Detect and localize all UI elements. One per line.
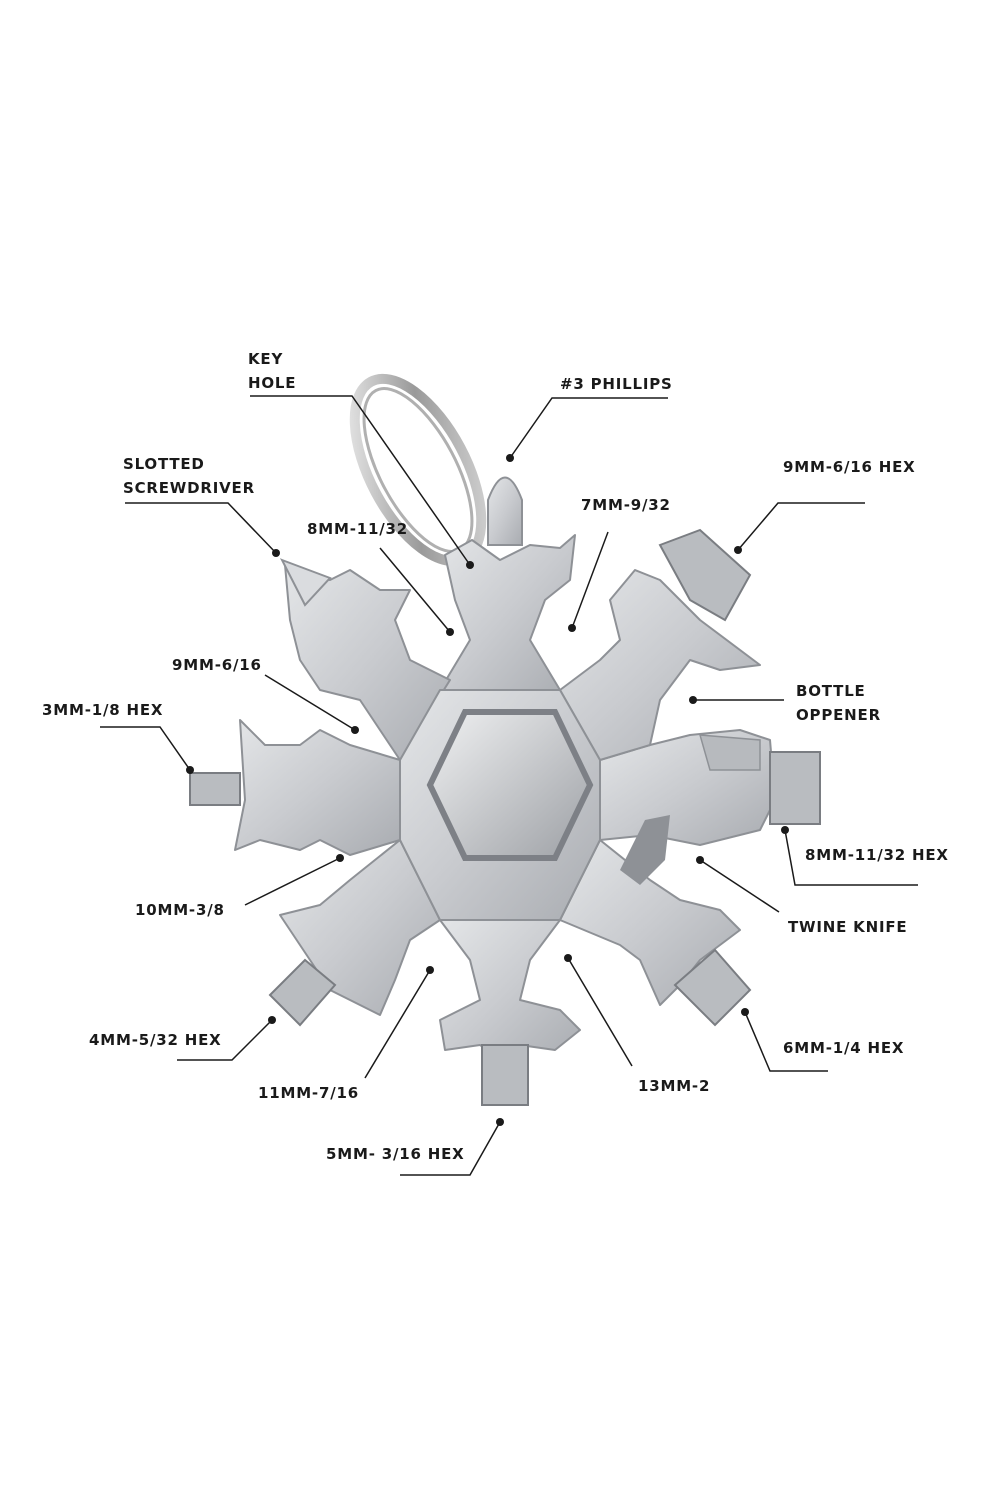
label-hex-8mm: 8MM-11/32 HEX — [805, 846, 949, 864]
label-wrench-10mm: 10MM-3/8 — [135, 901, 225, 919]
leader-line-wrench-11mm — [364, 969, 431, 1079]
label-hex-6mm: 6MM-1/4 HEX — [783, 1039, 905, 1057]
twine-knife-slot — [620, 815, 670, 885]
label-wrench-13mm: 13MM-2 — [638, 1077, 711, 1095]
leader-dot-key-hole — [466, 561, 474, 569]
bit-4mm — [268, 958, 337, 1027]
leader-dot-wrench-13mm — [564, 954, 572, 962]
leader-dot-hex-8mm — [781, 826, 789, 834]
leader-line-twine — [699, 859, 780, 913]
label-phillips: #3 PHILLIPS — [560, 375, 673, 393]
leader-line-phillips — [509, 397, 668, 459]
leader-line-hex-8mm — [784, 829, 918, 886]
hex-bits — [189, 528, 821, 1106]
center-hex-recess — [426, 709, 594, 861]
leader-dot-wrench-9mm — [351, 726, 359, 734]
leader-line-key-hole — [250, 395, 471, 566]
leader-dot-wrench-7mm — [568, 624, 576, 632]
leader-dot-hex-4mm — [268, 1016, 276, 1024]
label-twine-knife: TWINE KNIFE — [788, 918, 908, 936]
leader-dots — [186, 454, 789, 1126]
leader-line-slotted — [125, 502, 277, 554]
leader-line-hex-9mm — [737, 502, 865, 551]
bit-5mm — [481, 1044, 529, 1106]
label-wrench-9mm: 9MM-6/16 — [172, 656, 262, 674]
label-wrench-11mm: 11MM-7/16 — [258, 1084, 359, 1102]
leader-dot-bottle — [689, 696, 697, 704]
leader-line-wrench-7mm — [571, 531, 609, 629]
snowflake-body — [234, 534, 776, 1061]
leader-line-hex-5mm — [400, 1121, 501, 1176]
label-wrench-8mm: 8MM-11/32 — [307, 520, 408, 538]
leader-line-hex-4mm — [177, 1019, 273, 1061]
bit-9mm — [658, 528, 752, 622]
label-hex-3mm: 3MM-1/8 HEX — [42, 701, 164, 719]
leader-dot-wrench-10mm — [336, 854, 344, 862]
leader-line-wrench-10mm — [244, 857, 341, 906]
leader-dot-wrench-11mm — [426, 966, 434, 974]
slotted-screwdriver-tip — [279, 558, 332, 607]
bit-8mm — [769, 751, 821, 825]
bit-6mm — [673, 948, 752, 1027]
leader-dot-phillips — [506, 454, 514, 462]
label-hex-4mm: 4MM-5/32 HEX — [89, 1031, 222, 1049]
leader-dot-twine — [696, 856, 704, 864]
label-wrench-7mm: 7MM-9/32 — [581, 496, 671, 514]
leader-dot-slotted — [272, 549, 280, 557]
label-hex-9mm: 9MM-6/16 HEX — [783, 458, 916, 476]
leader-line-wrench-13mm — [567, 957, 633, 1067]
bottle-opener-slot — [698, 734, 761, 771]
leader-lines — [100, 395, 918, 1176]
phillips-bit — [487, 476, 523, 546]
label-hex-5mm: 5MM- 3/16 HEX — [326, 1145, 465, 1163]
leader-dot-wrench-8mm — [446, 628, 454, 636]
leader-line-hex-6mm — [744, 1011, 828, 1072]
leader-dot-hex-6mm — [741, 1008, 749, 1016]
leader-dot-hex-9mm — [734, 546, 742, 554]
bit-3mm — [189, 772, 241, 806]
leader-line-wrench-8mm — [379, 547, 451, 633]
leader-dot-hex-3mm — [186, 766, 194, 774]
leader-line-wrench-9mm — [264, 674, 356, 731]
leader-dot-hex-5mm — [496, 1118, 504, 1126]
leader-line-hex-3mm — [100, 726, 191, 771]
